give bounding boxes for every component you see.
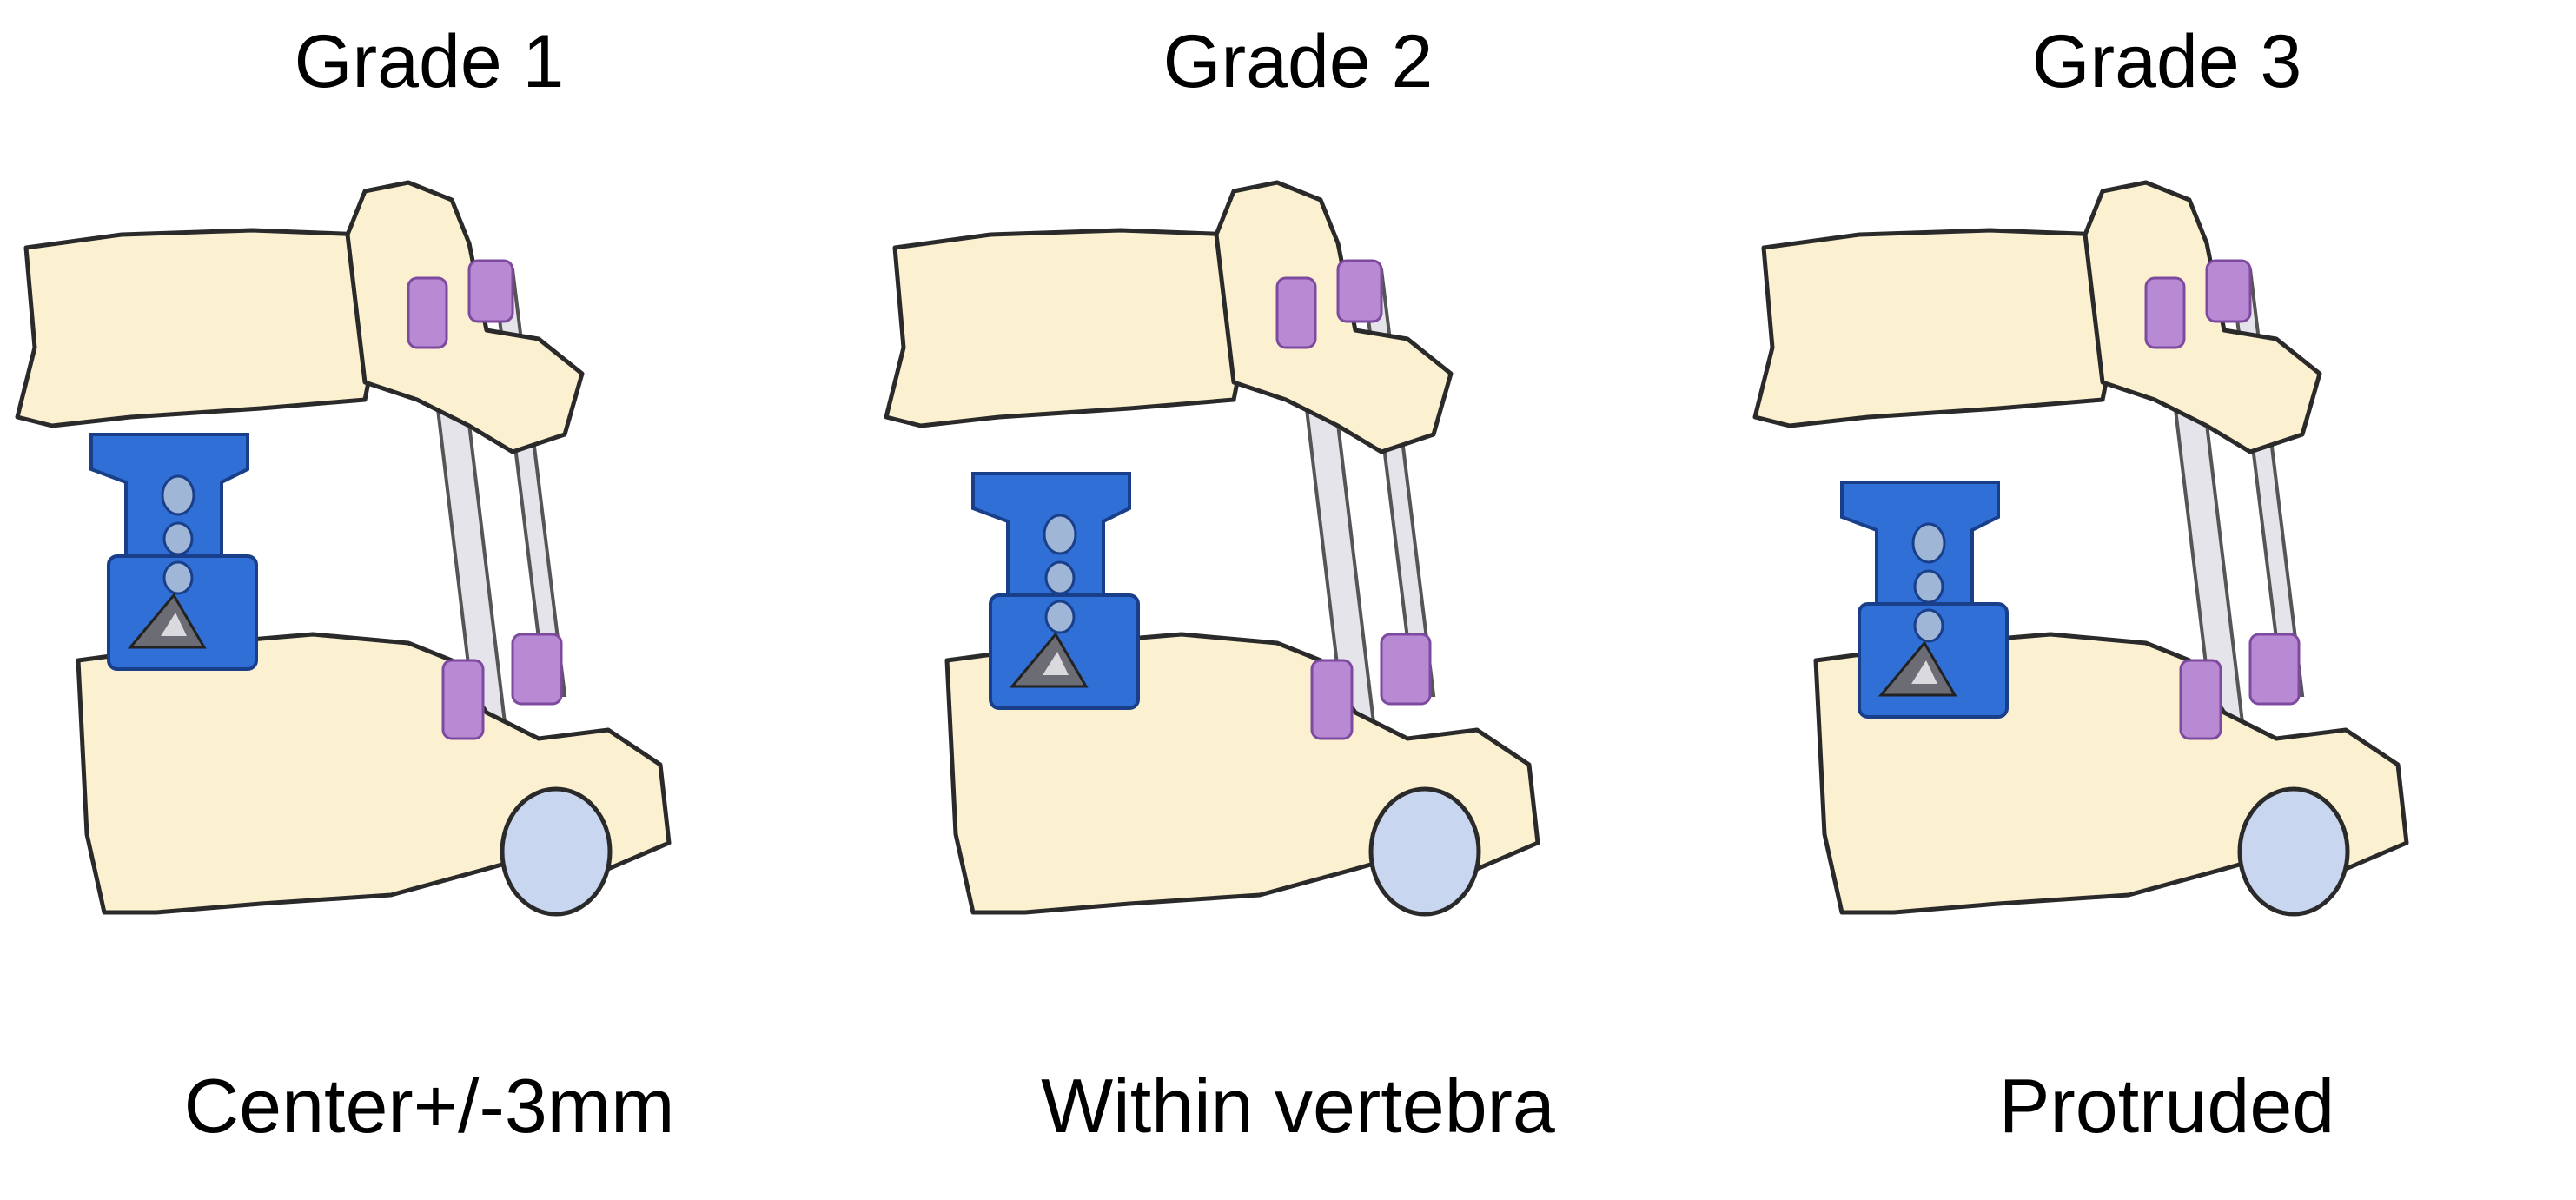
upper-screw-head (2144, 276, 2186, 349)
lower-screw-head (441, 659, 485, 740)
upper-screw-head (1275, 276, 1317, 349)
lower-screw-head (1310, 659, 1354, 740)
interbody-cage (1840, 481, 2009, 719)
upper-screw-head (407, 276, 448, 349)
nerve-root (1368, 786, 1481, 917)
lower-screw-head (2179, 659, 2222, 740)
nerve-root (2237, 786, 2350, 917)
grade-title: Grade 1 (294, 20, 565, 103)
spine-illustration (1752, 180, 2409, 917)
spine-illustration (15, 180, 672, 917)
upper-spinous-process (2083, 180, 2322, 454)
upper-spinous-process (345, 180, 585, 454)
grade-panel-1: Grade 1 (0, 0, 858, 1200)
lower-screw-head-secondary (2248, 633, 2301, 706)
spine-illustration (884, 180, 1540, 917)
lower-screw-head-secondary (1380, 633, 1432, 706)
interbody-cage (89, 433, 258, 671)
grade-panel-3: Grade 3 (1738, 0, 2576, 1200)
grade-title: Grade 3 (2031, 20, 2302, 103)
upper-screw-head-secondary (2205, 259, 2252, 323)
upper-screw-head-secondary (1336, 259, 1383, 323)
upper-spinous-process (1214, 180, 1454, 454)
grade-title: Grade 2 (1162, 20, 1434, 103)
nerve-root (500, 786, 613, 917)
grade-caption: Within vertebra (1041, 1063, 1555, 1149)
upper-screw-head-secondary (467, 259, 514, 323)
grade-panel-2: Grade 2 (869, 0, 1727, 1200)
lower-screw-head-secondary (511, 633, 563, 706)
interbody-cage (971, 472, 1140, 710)
grade-caption: Center+/-3mm (183, 1063, 675, 1149)
grade-caption: Protruded (1998, 1063, 2335, 1149)
